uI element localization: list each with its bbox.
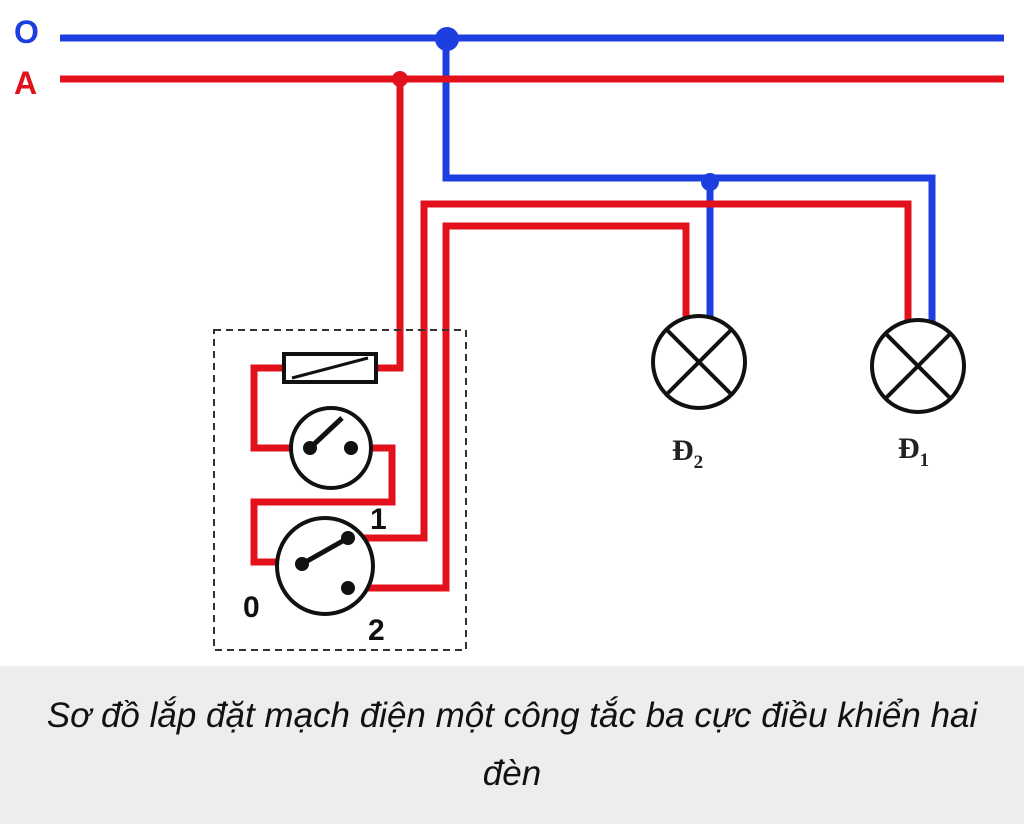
lamp-d1-label: Đ1 bbox=[898, 432, 929, 471]
three-pole-switch-symbol bbox=[275, 516, 375, 616]
fuse-to-breaker-wire bbox=[250, 364, 310, 452]
fuse-symbol bbox=[282, 352, 378, 384]
panel-box bbox=[213, 329, 467, 651]
lamp-d2-label: Đ2 bbox=[672, 434, 703, 473]
switch-terminal-2-label: 2 bbox=[368, 614, 385, 647]
circuit-diagram: O A bbox=[14, 14, 1004, 651]
lamp-d1-symbol bbox=[870, 318, 966, 414]
breaker-to-switch-wire bbox=[250, 444, 396, 566]
live-junction-dot bbox=[392, 71, 408, 87]
switch-terminal-1-label: 1 bbox=[370, 503, 387, 536]
lamp-d2-symbol bbox=[651, 314, 747, 410]
circuit-svg: O A bbox=[14, 14, 1004, 651]
live-bus-label: A bbox=[14, 65, 37, 101]
single-switch-symbol bbox=[289, 406, 373, 490]
diagram-caption: Sơ đồ lắp đặt mạch điện một công tắc ba … bbox=[46, 696, 978, 793]
switch-terminal2-to-d2 bbox=[348, 222, 690, 592]
caption-bar: Sơ đồ lắp đặt mạch điện một công tắc ba … bbox=[0, 666, 1024, 824]
neutral-junction-dot bbox=[435, 27, 459, 51]
switch-terminal1-to-d1 bbox=[348, 200, 912, 542]
switch-terminal-0-label: 0 bbox=[243, 591, 260, 624]
neutral-junction-dot-d2 bbox=[701, 173, 719, 191]
neutral-branch-to-d1 bbox=[442, 38, 936, 330]
live-wiring bbox=[60, 75, 1004, 592]
neutral-bus-label: O bbox=[14, 14, 39, 50]
live-drop-to-fuse bbox=[376, 79, 404, 372]
